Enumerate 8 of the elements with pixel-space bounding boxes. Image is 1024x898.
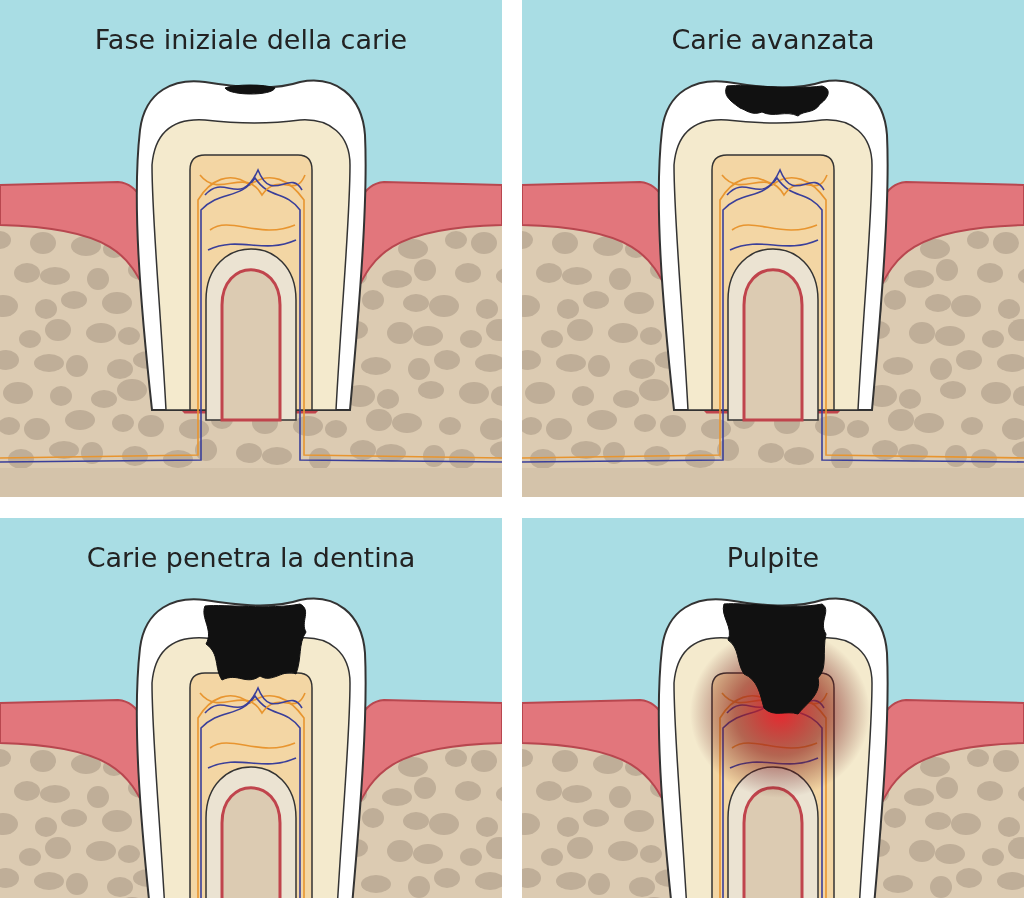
panel-title: Pulpite [725,542,821,573]
illustration-panel [0,0,502,497]
illustration-panel [0,518,502,898]
panel-title: Carie penetra la dentina [85,542,417,573]
panel-title: Fase iniziale della carie [93,24,409,55]
illustration-panel [522,0,1024,497]
panel-title: Carie avanzata [670,24,876,55]
illustration-panel [522,518,1024,898]
